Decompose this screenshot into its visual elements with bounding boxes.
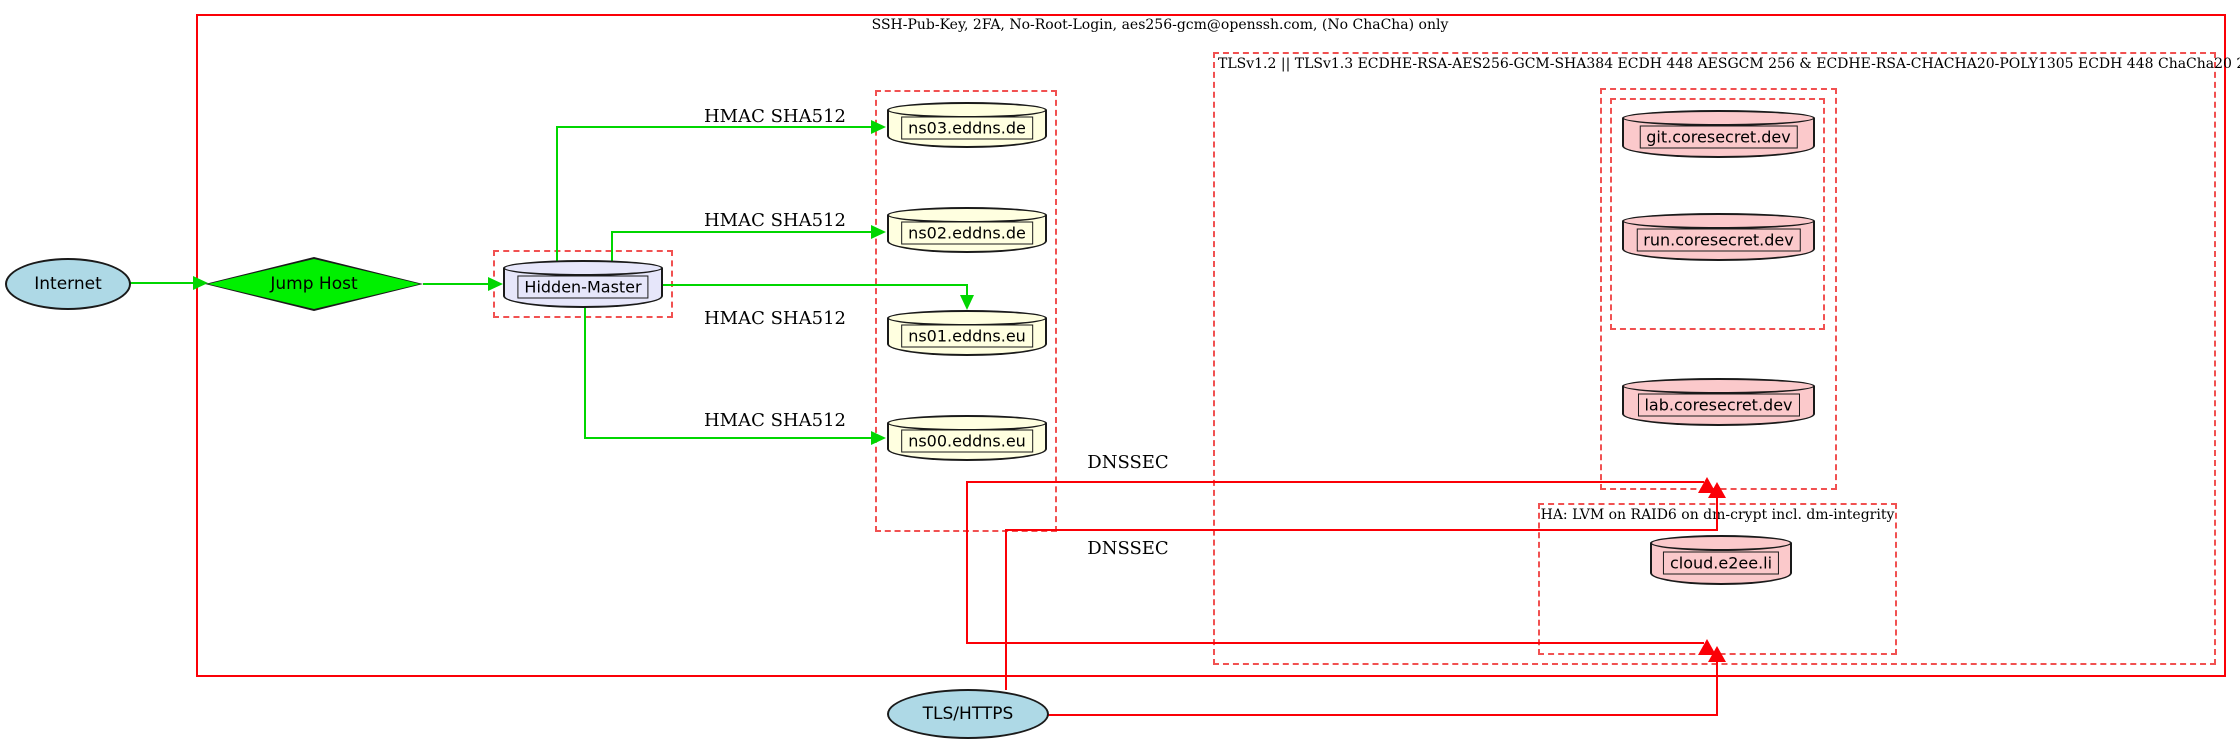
node-internet: Internet [5, 258, 131, 310]
node-ns02-label: ns02.eddns.de [901, 221, 1033, 245]
edge-label-hmac-ns00: HMAC SHA512 [703, 410, 846, 431]
edge-label-dnssec-2: DNSSEC [1087, 538, 1169, 559]
arrowhead-tls2 [1708, 646, 1726, 662]
node-ns00-label: ns00.eddns.eu [901, 429, 1033, 453]
edge-internet-jumphost [130, 282, 196, 284]
edge-tls1-vertical-right [1716, 492, 1718, 530]
node-hidden-master-label: Hidden-Master [517, 275, 649, 299]
node-internet-label: Internet [34, 274, 102, 294]
arrowhead-ns03 [871, 120, 886, 134]
cluster-tls-label: TLSv1.2 || TLSv1.3 ECDHE-RSA-AES256-GCM-… [1218, 56, 2240, 72]
node-ns00: ns00.eddns.eu [887, 415, 1047, 461]
edge-tls2-horizontal [1047, 714, 1718, 716]
edge-tls2-vertical [1716, 656, 1718, 714]
edge-label-dnssec-1: DNSSEC [1087, 452, 1169, 473]
edge-tls1-vertical-left [1005, 530, 1007, 690]
edge-hm-ns03-vertical [556, 127, 558, 262]
edge-hm-ns01-horizontal [663, 284, 968, 286]
node-tls-https: TLS/HTTPS [887, 689, 1049, 739]
node-git-label: git.coresecret.dev [1639, 125, 1798, 149]
edge-hm-ns00-horizontal [584, 437, 872, 439]
cluster-main-box [196, 14, 2226, 677]
edge-label-hmac-ns02: HMAC SHA512 [703, 210, 846, 231]
node-jump-host-label: Jump Host [270, 274, 358, 294]
arrowhead-ns00 [871, 431, 886, 445]
edge-label-hmac-ns01: HMAC SHA512 [703, 308, 846, 329]
edge-hm-ns03-horizontal [556, 126, 872, 128]
node-ns02: ns02.eddns.de [887, 207, 1047, 253]
edge-dnssec2-vertical [966, 481, 968, 643]
arrowhead-internet-jumphost [193, 276, 208, 290]
node-hidden-master: Hidden-Master [503, 260, 663, 308]
edge-tls1-horizontal [1005, 529, 1718, 531]
arrowhead-ns02 [871, 225, 886, 239]
node-ns03-label: ns03.eddns.de [901, 116, 1033, 140]
edge-dnssec2-horizontal [966, 642, 1704, 644]
node-lab-label: lab.coresecret.dev [1637, 393, 1800, 417]
edge-hm-ns02-vertical [611, 232, 613, 262]
node-ns01: ns01.eddns.eu [887, 310, 1047, 356]
arrowhead-jumphost-hiddenmaster [488, 277, 503, 291]
cluster-coresecret-inner-box [1610, 98, 1825, 330]
edge-jumphost-hiddenmaster [423, 283, 489, 285]
node-ns01-label: ns01.eddns.eu [901, 324, 1033, 348]
edge-hm-ns00-vertical [584, 307, 586, 438]
node-tls-https-label: TLS/HTTPS [922, 704, 1014, 724]
node-run-label: run.coresecret.dev [1636, 228, 1801, 252]
edge-hm-ns01-vertical [966, 284, 968, 296]
cluster-main-label: SSH-Pub-Key, 2FA, No-Root-Login, aes256-… [871, 17, 1449, 33]
edge-label-hmac-ns03: HMAC SHA512 [703, 106, 846, 127]
node-run: run.coresecret.dev [1622, 213, 1815, 261]
node-ns03: ns03.eddns.de [887, 102, 1047, 148]
arrowhead-tls1 [1708, 482, 1726, 498]
edge-dnssec1-horizontal [967, 481, 1704, 483]
cluster-tls-box [1213, 52, 2216, 665]
node-git: git.coresecret.dev [1622, 110, 1815, 158]
node-cloud-label: cloud.e2ee.li [1662, 551, 1780, 575]
edge-hm-ns02-horizontal [611, 231, 872, 233]
node-cloud: cloud.e2ee.li [1650, 535, 1792, 585]
arrowhead-ns01 [960, 295, 974, 310]
node-lab: lab.coresecret.dev [1622, 378, 1815, 426]
